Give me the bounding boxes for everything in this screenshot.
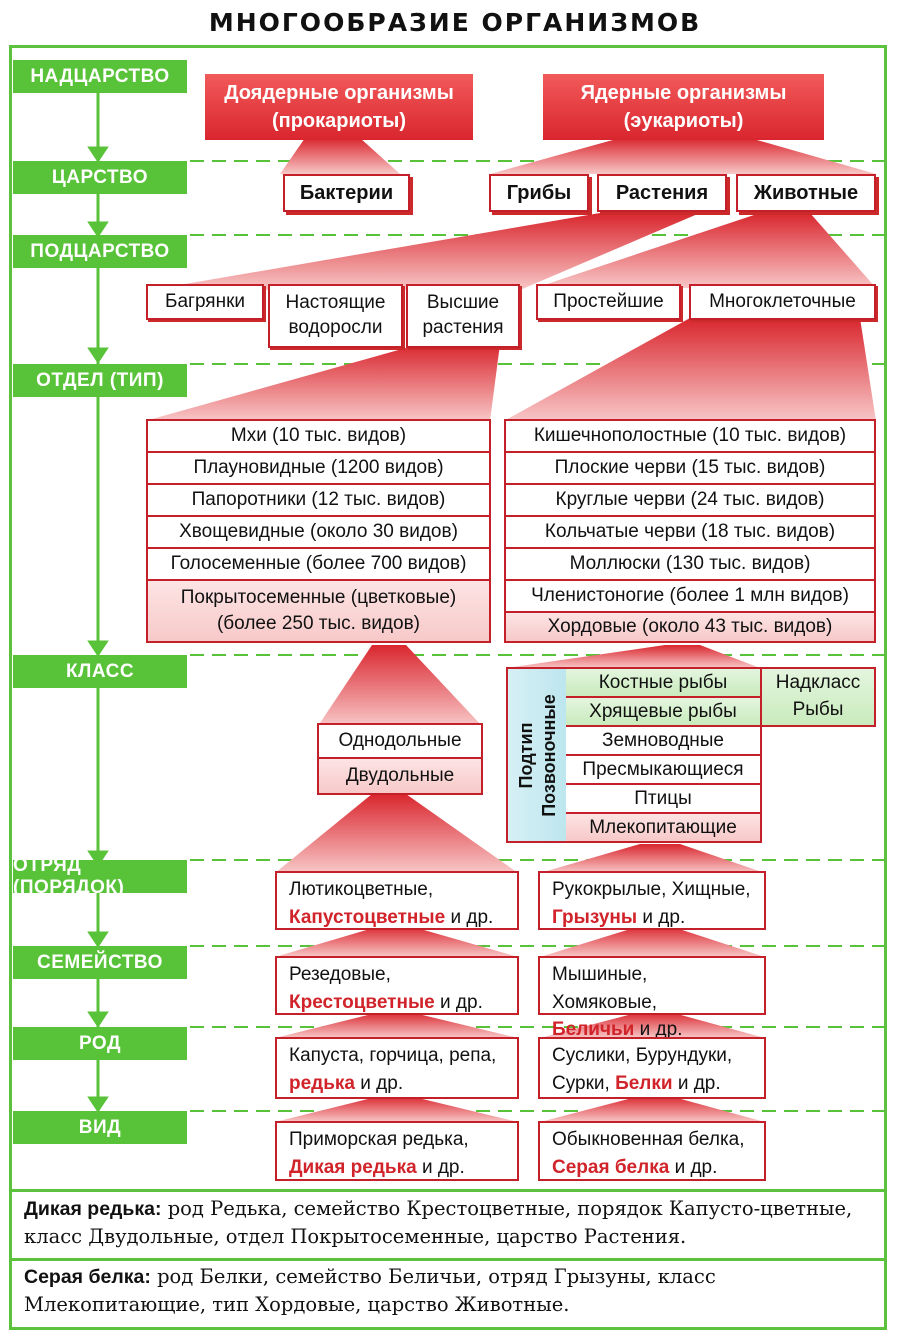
funnel-plant-order	[275, 926, 518, 957]
list-item: Кишечнополостные (10 тыс. видов)	[506, 421, 874, 453]
animal-phyla-list: Кишечнополостные (10 тыс. видов) Плоские…	[504, 419, 876, 643]
list-item-chordates: Хордовые (около 43 тыс. видов)	[506, 613, 874, 641]
animal-genus-box: Суслики, Бурундуки, Сурки, Белки и др.	[538, 1037, 766, 1099]
hierarchy-funnels	[145, 138, 876, 1122]
funnel-animal-genus	[540, 1096, 765, 1122]
funnel-plant-family	[275, 1012, 518, 1038]
rank-class: КЛАСС	[13, 655, 187, 688]
animal-family-box: Мышиные, Хомяковые, Беличьи и др.	[538, 956, 766, 1040]
rank-order: ОТРЯД (ПОРЯДОК)	[13, 855, 187, 898]
animal-species-box: Обыкновенная белка, Серая белка и др.	[538, 1121, 766, 1181]
list-item: Хрящевые рыбы	[566, 698, 760, 727]
funnel-plant-genus	[275, 1096, 518, 1122]
rank-species: ВИД	[13, 1111, 187, 1144]
kingdom-animals: Животные	[736, 174, 876, 212]
funnel-mammals	[540, 844, 765, 873]
funnel-plants	[150, 213, 700, 290]
list-item: Кольчатые черви (18 тыс. видов)	[506, 517, 874, 549]
list-item: Членистоногие (более 1 млн видов)	[506, 581, 874, 613]
divider	[11, 1258, 885, 1261]
funnel-animal-order	[540, 926, 765, 957]
list-item: Голосеменные (более 700 видов)	[148, 549, 489, 581]
page-title: МНОГООБРАЗИЕ ОРГАНИЗМОВ	[208, 8, 702, 37]
funnel-prokaryotes	[280, 138, 400, 174]
rank-superkingdom: НАДЦАРСТВО	[13, 60, 187, 93]
plant-divisions-list: Мхи (10 тыс. видов) Плауновидные (1200 в…	[146, 419, 491, 643]
rank-genus: РОД	[13, 1027, 187, 1060]
list-item: Мхи (10 тыс. видов)	[148, 421, 489, 453]
list-item: Хвощевидные (около 30 видов)	[148, 517, 489, 549]
list-item: Плауновидные (1200 видов)	[148, 453, 489, 485]
funnel-chordates	[506, 645, 760, 668]
list-item: Однодольные	[319, 725, 481, 759]
rank-family: СЕМЕЙСТВО	[13, 946, 187, 979]
subkingdom-higher-plants: Высшие растения	[406, 284, 520, 348]
superkingdom-prokaryotes: Доядерные организмы(прокариоты)	[205, 74, 473, 140]
list-item: Пресмыкающиеся	[566, 756, 760, 785]
list-item-dicots: Двудольные	[319, 759, 481, 793]
animal-order-box: Рукокрылые, Хищные, Грызуны и др.	[538, 871, 766, 930]
list-item: Папоротники (12 тыс. видов)	[148, 485, 489, 517]
plant-family-box: Резедовые, Крестоцветные и др.	[275, 956, 519, 1015]
diagram-frame	[9, 45, 887, 1330]
vertebrate-classes-list: Костные рыбы Хрящевые рыбы Земноводные П…	[566, 667, 762, 843]
subphylum-vertebrates: Подтип Позвоночные	[506, 667, 568, 843]
funnel-animals	[535, 213, 876, 288]
note-gray-squirrel: Серая белка: род Белки, семейство Беличь…	[24, 1265, 716, 1317]
funnel-higher-plants	[145, 344, 500, 421]
subkingdom-multicellular: Многоклеточные	[689, 284, 876, 320]
funnel-animal-family	[540, 1012, 765, 1038]
funnel-angiosperms	[318, 645, 482, 726]
subkingdom-protozoa: Простейшие	[536, 284, 681, 320]
note-wild-radish: Дикая редька: род Редька, семейство Крес…	[24, 1197, 853, 1249]
list-item: Костные рыбы	[566, 669, 760, 698]
list-item-angiosperms: Покрытосеменные (цветковые) (более 250 т…	[148, 581, 489, 641]
kingdom-plants: Растения	[597, 174, 727, 212]
list-item: Плоские черви (15 тыс. видов)	[506, 453, 874, 485]
list-item: Круглые черви (24 тыс. видов)	[506, 485, 874, 517]
divider	[11, 1189, 885, 1192]
list-item-mammals: Млекопитающие	[566, 814, 760, 841]
list-item: Земноводные	[566, 727, 760, 756]
rank-division: ОТДЕЛ (ТИП)	[13, 364, 187, 397]
funnel-multicellular	[504, 318, 876, 421]
subkingdom-red-algae: Багрянки	[146, 284, 264, 320]
rank-kingdom: ЦАРСТВО	[13, 161, 187, 194]
plant-classes-list: Однодольные Двудольные	[317, 723, 483, 795]
funnel-eukaryotes	[490, 138, 876, 174]
subkingdom-true-algae: Настоящие водоросли	[268, 284, 403, 348]
plant-genus-box: Капуста, горчица, репа, редька и др.	[275, 1037, 519, 1099]
list-item: Моллюски (130 тыс. видов)	[506, 549, 874, 581]
funnel-dicots	[275, 794, 518, 873]
plant-species-box: Приморская редька, Дикая редька и др.	[275, 1121, 519, 1181]
kingdom-fungi: Грибы	[489, 174, 589, 212]
rank-subkingdom: ПОДЦАРСТВО	[13, 235, 187, 268]
plant-order-box: Лютикоцветные, Капустоцветные и др.	[275, 871, 519, 930]
superkingdom-eukaryotes: Ядерные организмы(эукариоты)	[543, 74, 824, 140]
list-item: Птицы	[566, 785, 760, 814]
kingdom-bacteria: Бактерии	[283, 174, 410, 212]
